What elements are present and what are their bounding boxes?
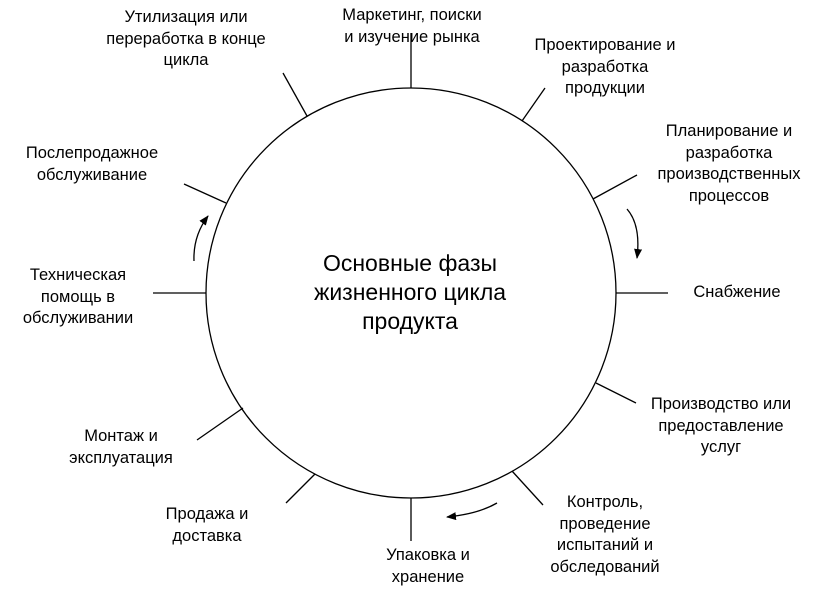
phase-label-marketing: Маркетинг, поиски и изучение рынка (342, 6, 482, 46)
phase-label-sales: Продажа и доставка (165, 505, 249, 545)
flow-arrow-left (193, 215, 209, 262)
title-line: жизненного цикла (313, 279, 507, 305)
flow-arrow-bottom (446, 502, 498, 521)
connector-sales (285, 473, 316, 504)
connector-design (521, 87, 546, 122)
phase-label-tech-support: Техническая помощь в обслуживании (22, 266, 134, 327)
phase-label-disposal: Утилизация или переработка в конце цикла (106, 8, 266, 69)
connector-production (595, 382, 637, 404)
phase-label-process-planning: Планирование и разработка производственн… (657, 122, 801, 205)
connector-disposal (282, 72, 308, 117)
phase-label-design: Проектирование и разработка продукции (534, 36, 676, 97)
diagram-title: Основные фазы жизненного цикла продукта (290, 249, 530, 336)
connector-installation (196, 407, 244, 441)
phase-label-supply: Снабжение (693, 283, 781, 301)
connector-process-planning (592, 174, 638, 200)
connector-control (511, 470, 544, 506)
phase-label-control: Контроль, проведение испытаний и обследо… (550, 493, 660, 576)
connector-after-sales (183, 183, 227, 204)
phase-label-packaging: Упаковка и хранение (386, 546, 470, 586)
title-line: Основные фазы (322, 250, 498, 276)
phase-label-production: Производство или предоставление услуг (650, 395, 792, 456)
phase-label-after-sales: Послепродажное обслуживание (25, 144, 159, 184)
phase-label-installation: Монтаж и эксплуатация (69, 427, 173, 467)
title-line: продукта (362, 308, 458, 334)
flow-arrow-right (626, 208, 643, 259)
